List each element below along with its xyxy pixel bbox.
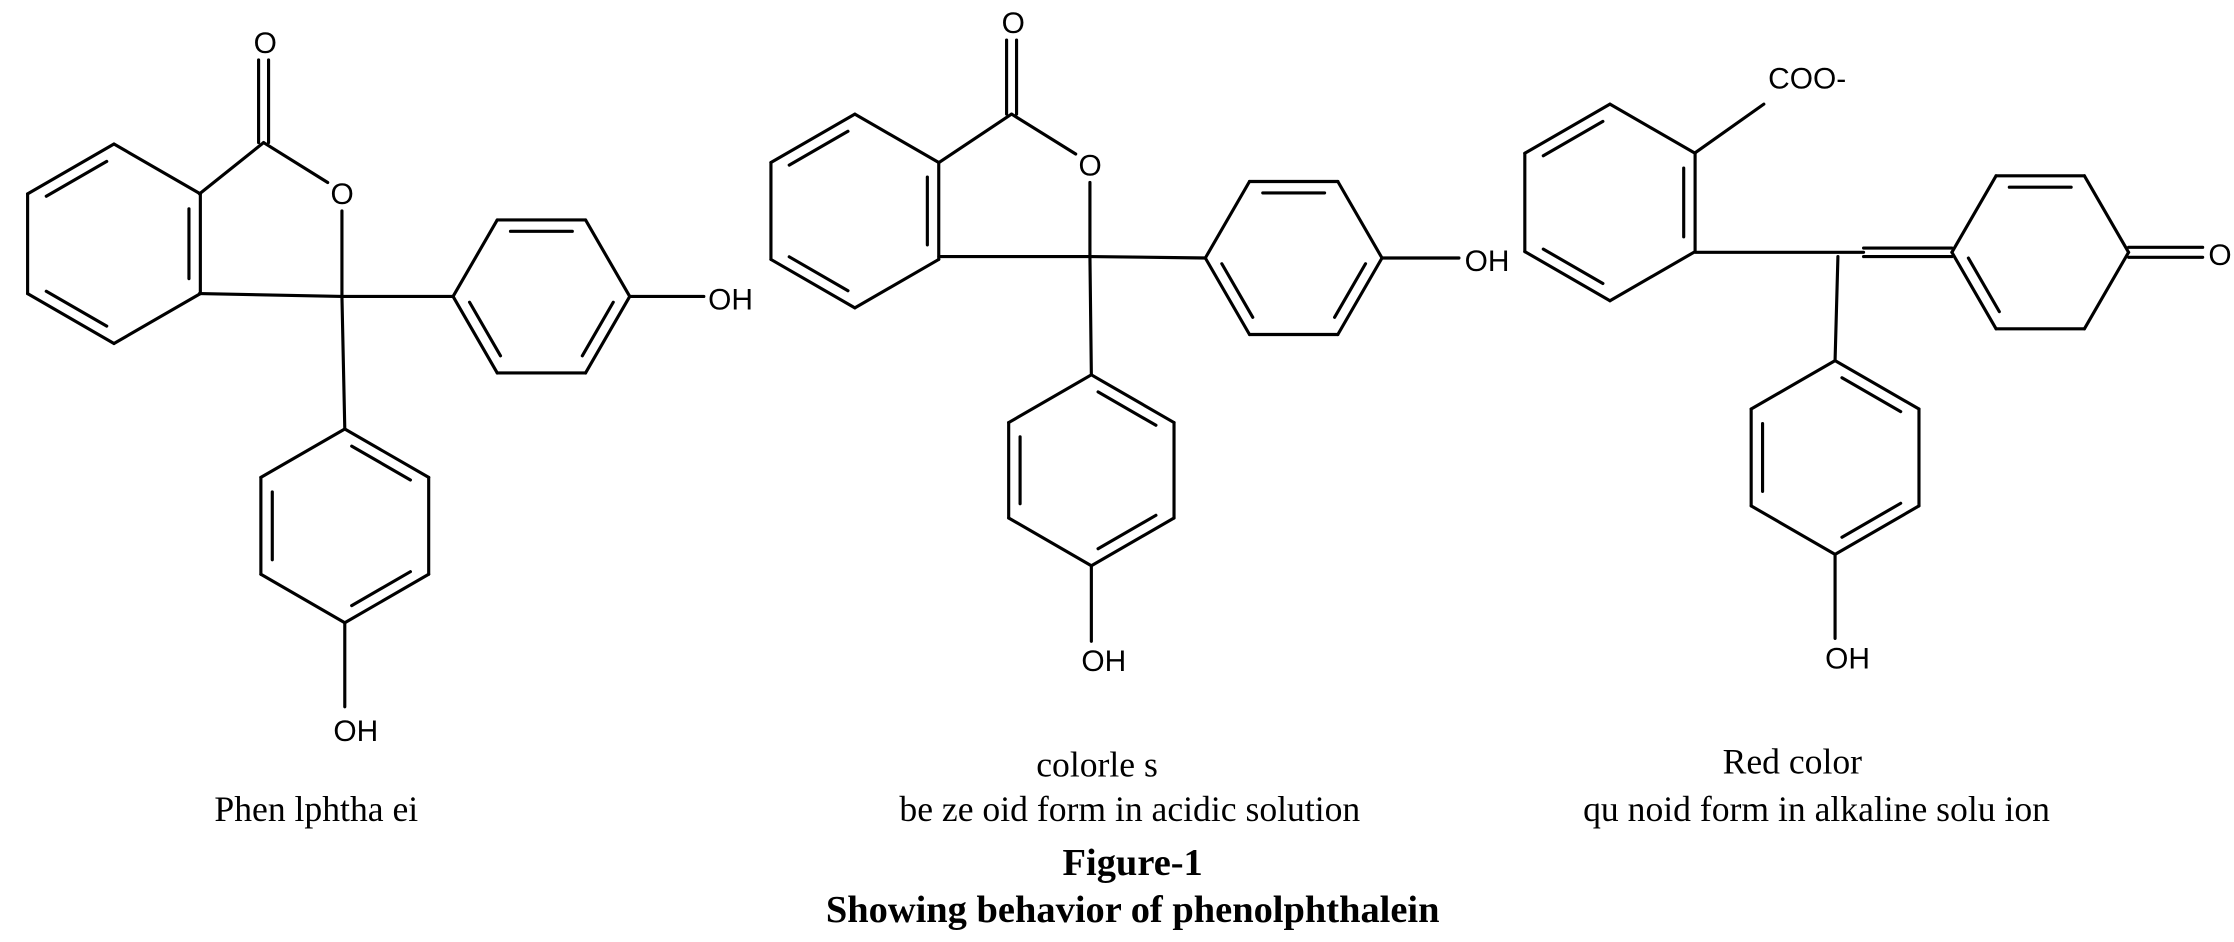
atom-carbonyl-oxygen: O [254, 27, 277, 60]
double-bond [1333, 262, 1368, 319]
ring-bond [451, 294, 499, 375]
ring-bond [1089, 516, 1176, 568]
double-bond [1541, 119, 1605, 158]
atom-hydroxyl-right: OH [708, 283, 753, 316]
ring-bond [1523, 250, 1612, 303]
figure-title: Showing behavior of phenolphthalein [826, 889, 1440, 931]
structure-quinoid-form: COO- O OH Red color qu noid form in alka… [1583, 62, 2231, 828]
double-bond [1966, 256, 2001, 314]
ring-bond [2082, 174, 2131, 254]
bond [197, 141, 266, 196]
double-bond [787, 129, 850, 167]
caption-benzenoid-form: be ze oid form in acidic solution [899, 789, 1360, 829]
ring-bond [1007, 373, 1093, 425]
ring-bond [26, 142, 116, 196]
ring-bond [112, 292, 202, 346]
double-bond [1541, 247, 1605, 286]
double-bond [44, 159, 109, 198]
ring-bond [343, 427, 431, 479]
ring-bond [1749, 359, 1837, 411]
ring-bond [1833, 504, 1921, 556]
ring-bond [259, 427, 347, 479]
atom-hydroxyl-bottom: OH [1081, 645, 1126, 678]
caption-quinoid-form: qu noid form in alkaline solu ion [1583, 789, 2050, 829]
double-bond [350, 570, 412, 608]
ring-bond [769, 112, 857, 165]
ring-bond [584, 218, 632, 299]
atom-carbonyl-oxygen: O [1002, 7, 1025, 40]
ring-bond [1203, 256, 1252, 337]
bond [340, 294, 347, 431]
double-bond [350, 444, 412, 482]
bond-lines [26, 38, 2205, 709]
caption-colorless: colorle s [1036, 745, 1158, 785]
ring-bond [112, 142, 202, 196]
structure-phenolphthalein: O O OH OH Phen lphtha ei [214, 27, 753, 829]
ring-bond [853, 112, 941, 165]
atom-ring-oxygen: O [1079, 149, 1102, 182]
ring-bond [1089, 373, 1176, 425]
caption-phenolphthalein: Phen lphtha ei [214, 789, 418, 829]
ring-bond [853, 257, 941, 310]
ring-bond [1833, 359, 1921, 411]
ring-bond [343, 572, 431, 625]
atom-carboxylate: COO- [1768, 62, 1846, 95]
double-bond [787, 255, 850, 293]
atom-hydroxyl-right: OH [1465, 245, 1510, 278]
ring-bond [769, 257, 857, 310]
bond [937, 112, 1014, 165]
double-bond [1840, 376, 1903, 414]
bond [197, 292, 344, 299]
ring-bond [1336, 179, 1384, 260]
atom-hydroxyl-bottom: OH [1825, 642, 1870, 675]
structure-benzenoid-form: O O OH OH colorle s be ze oid form in ac… [899, 7, 1509, 829]
ring-bond [259, 572, 347, 625]
ring-bond [1950, 174, 1998, 254]
ring-bond [1007, 516, 1093, 568]
bond [1088, 255, 1207, 260]
ring-bond [26, 292, 116, 346]
double-bond [1096, 390, 1158, 427]
ring-bond [1608, 102, 1697, 155]
bond [1833, 255, 1840, 363]
ring-bond [1950, 250, 1998, 331]
ring-bond [1523, 102, 1612, 155]
bond [1088, 255, 1093, 377]
atom-ring-oxygen: O [331, 178, 354, 211]
bond [262, 141, 330, 185]
ring-bond [451, 218, 499, 299]
bond [1693, 102, 1766, 155]
double-bond [1840, 501, 1903, 539]
double-bond [44, 289, 109, 328]
caption-red-color: Red color [1723, 742, 1863, 782]
ring-bond [2082, 250, 2131, 331]
atom-hydroxyl-bottom: OH [333, 715, 378, 748]
ring-bond [1203, 179, 1252, 260]
figure-label: Figure-1 [1063, 842, 1203, 884]
double-bond [1096, 513, 1158, 551]
bond [1010, 112, 1078, 156]
ring-bond [584, 294, 632, 375]
ring-bond [1608, 250, 1697, 303]
ring-bond [1749, 504, 1837, 556]
double-bond [580, 300, 615, 358]
double-bond [1220, 262, 1255, 319]
atom-quinone-oxygen: O [2208, 239, 2231, 272]
ring-bond [1336, 256, 1384, 337]
double-bond [467, 300, 503, 358]
